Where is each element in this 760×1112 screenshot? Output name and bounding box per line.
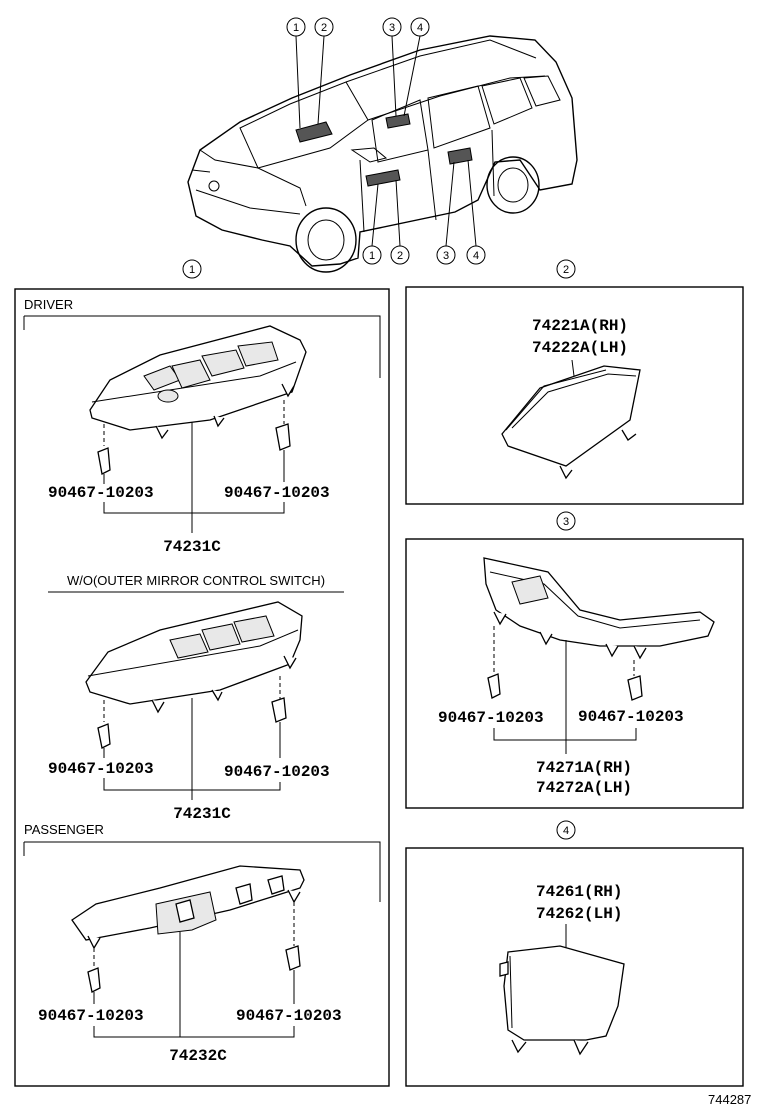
wo-switch-part-number: 74231C [173,805,231,823]
callout-4-top: 4 [417,22,423,34]
wo-mirror-switch-label: W/O(OUTER MIRROR CONTROL SWITCH) [67,573,325,588]
callout-3-top: 3 [389,22,395,34]
panel-2: 2 74221A(RH) 74222A(LH) [405,259,744,505]
wo-clip-right-part-number: 90467-10203 [224,763,330,781]
driver-label: DRIVER [24,297,73,312]
panel-3-clip-left-part-number: 90467-10203 [438,709,544,727]
callout-2-bottom: 2 [397,250,403,262]
panel-2-callout: 2 [563,264,569,276]
passenger-switch-part-number: 74232C [169,1047,227,1065]
wo-clip-left-part-number: 90467-10203 [48,760,154,778]
panel-3-part-rh: 74271A(RH) [536,759,632,777]
panel-4-part-lh: 74262(LH) [536,905,622,923]
panel-3-callout: 3 [563,516,569,528]
panel-3-clip-right-part-number: 90467-10203 [578,708,684,726]
callout-1-bottom: 1 [369,250,375,262]
callout-1-top: 1 [293,22,299,34]
diagram-id: 744287 [708,1092,751,1107]
callout-4-bottom: 4 [473,250,479,262]
panel-4-part-rh: 74261(RH) [536,883,622,901]
driver-clip-left-part-number: 90467-10203 [48,484,154,502]
panel-1: 1 DRIVER 90467-10203 90467-10203 74231C [14,259,390,1087]
panel-3: 3 90467-10203 90467-10203 74271A(RH) 742… [405,511,744,809]
callout-3-bottom: 3 [443,250,449,262]
vehicle-illustration [187,35,578,273]
panel-2-part-drawing [501,365,641,480]
wo-mirror-switch-drawing [85,601,303,714]
panel-2-part-rh: 74221A(RH) [532,317,628,335]
passenger-switch-drawing [71,865,305,950]
panel-4-callout: 4 [563,825,569,837]
passenger-clip-right-part-number: 90467-10203 [236,1007,342,1025]
panel-4: 4 74261(RH) 74262(LH) [405,820,744,1087]
driver-clip-right-part-number: 90467-10203 [224,484,330,502]
callout-2-top: 2 [321,22,327,34]
panel-3-part-lh: 74272A(LH) [536,779,632,797]
panel-2-part-lh: 74222A(LH) [532,339,628,357]
driver-switch-drawing [89,325,307,440]
driver-switch-part-number: 74231C [163,538,221,556]
panel-4-part-drawing [499,945,625,1056]
panel-1-callout: 1 [189,264,195,276]
panel-3-part-drawing [483,557,715,660]
vehicle-callouts: 1 2 3 4 1 2 3 4 [286,17,486,265]
passenger-clip-left-part-number: 90467-10203 [38,1007,144,1025]
passenger-label: PASSENGER [24,822,104,837]
